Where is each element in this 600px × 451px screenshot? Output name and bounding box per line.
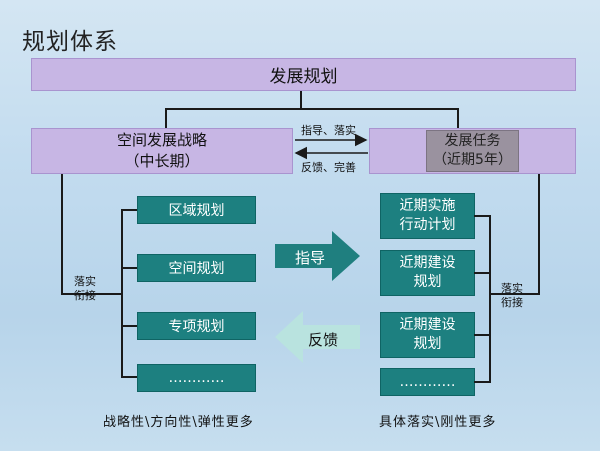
near-term-construction-box: 近期建设规划 (380, 250, 475, 296)
near-term-action-box: 近期实施行动计划 (380, 193, 475, 239)
right-ellipsis-box: ………… (380, 368, 475, 396)
connector-line (165, 108, 167, 128)
right-link-line (489, 293, 539, 295)
regional-plan-box: 区域规划 (137, 196, 256, 224)
left-branch-tick (121, 267, 138, 269)
left-trunk-line (61, 174, 63, 294)
spatial-plan-box: 空间规划 (137, 254, 256, 282)
spatial-strategy-subtitle: （中长期） (124, 152, 200, 170)
guide-label: 指导、落实 (301, 124, 356, 137)
right-side-label: 落实 衔接 (501, 282, 523, 309)
big-feedback-label: 反馈 (308, 331, 339, 349)
development-task-title: 发展任务 (444, 133, 501, 149)
spatial-strategy-box: 空间发展战略 （中长期） (31, 128, 293, 174)
feedback-label: 反馈、完善 (301, 161, 356, 174)
left-branch-line (121, 209, 123, 377)
connector-line (165, 108, 458, 110)
right-trunk-line (538, 174, 540, 295)
right-branch-line (489, 215, 491, 383)
left-side-label: 落实 衔接 (74, 275, 96, 302)
near-term-construction-box-2: 近期建设规划 (380, 312, 475, 358)
connector-line (300, 91, 302, 109)
special-plan-box: 专项规划 (137, 312, 256, 340)
bottom-right-caption: 具体落实\刚性更多 (379, 415, 497, 430)
left-ellipsis-box: ………… (137, 364, 256, 392)
right-branch-tick (474, 272, 490, 274)
connector-line (457, 108, 459, 128)
right-branch-tick (474, 381, 490, 383)
left-branch-tick (121, 209, 138, 211)
development-task-subtitle: （近期5年） (433, 152, 512, 168)
right-branch-tick (474, 215, 490, 217)
bottom-left-caption: 战略性\方向性\弹性更多 (103, 415, 254, 430)
development-task-box: 发展任务 （近期5年） (369, 128, 576, 174)
development-plan-bar: 发展规划 (31, 58, 576, 91)
big-guide-arrow (275, 231, 360, 281)
left-branch-tick (121, 325, 138, 327)
left-link-line (61, 293, 122, 295)
spatial-strategy-title: 空间发展战略 (116, 131, 207, 149)
left-branch-tick (121, 376, 138, 378)
big-feedback-arrow (275, 311, 360, 363)
big-guide-label: 指导 (295, 249, 326, 267)
right-branch-tick (474, 334, 490, 336)
page-title: 规划体系 (22, 29, 118, 55)
development-task-label: 发展任务 （近期5年） (426, 130, 519, 172)
